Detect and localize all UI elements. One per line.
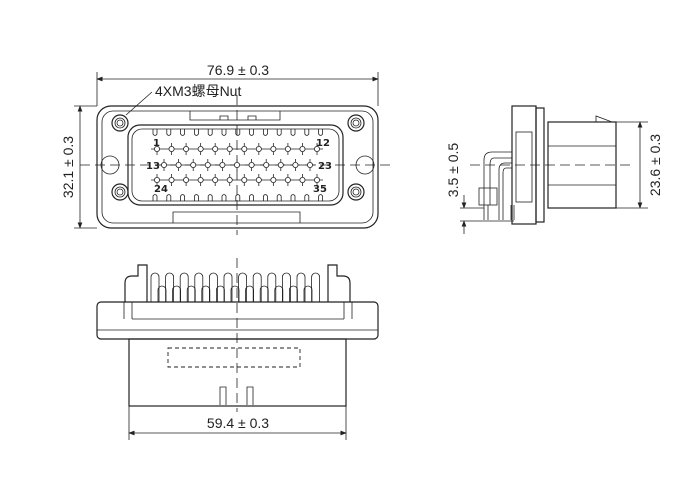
pin-tail bbox=[194, 272, 204, 302]
pin-contact bbox=[204, 161, 211, 168]
pin-contact bbox=[270, 176, 277, 183]
pin-tail bbox=[230, 285, 240, 302]
pin-contact bbox=[299, 176, 306, 183]
pin-contact bbox=[233, 161, 240, 168]
pin-contact bbox=[153, 176, 160, 183]
pin-contact bbox=[197, 176, 204, 183]
side-view: 23.6 ± 0.3 3.5 ± 0.5 bbox=[445, 105, 663, 234]
pin-tail bbox=[303, 285, 313, 302]
pin-grid bbox=[151, 129, 323, 201]
pin-contact bbox=[160, 161, 167, 168]
pin-contact bbox=[284, 176, 291, 183]
front-view: 1 12 13 23 24 35 76.9 ± 0.3 4XM3螺母Nut 32… bbox=[60, 62, 395, 235]
pin-label-13: 13 bbox=[146, 161, 160, 172]
pin-tail bbox=[259, 285, 269, 302]
mounting-nut-icon bbox=[111, 114, 365, 201]
pin-tail bbox=[201, 285, 211, 302]
side-height-dimension: 23.6 ± 0.3 bbox=[647, 134, 663, 196]
pin-contact bbox=[292, 161, 299, 168]
pin-tail bbox=[245, 285, 254, 302]
pin-tail bbox=[172, 285, 181, 302]
pin-contact bbox=[219, 161, 226, 168]
pin-contact bbox=[299, 145, 306, 152]
pin-label-12: 12 bbox=[316, 138, 330, 149]
pin-contact bbox=[255, 176, 262, 183]
pin-contact bbox=[226, 176, 233, 183]
width-dimension: 76.9 ± 0.3 bbox=[207, 62, 269, 78]
pin-tail bbox=[186, 285, 196, 302]
pin-label-23: 23 bbox=[318, 161, 332, 172]
pin-tails bbox=[150, 272, 320, 302]
pin-contact bbox=[168, 145, 175, 152]
pin-contact bbox=[248, 161, 255, 168]
pin-contact bbox=[168, 176, 175, 183]
pin-label-1: 1 bbox=[153, 138, 160, 149]
pin-tail bbox=[209, 272, 218, 302]
pin-tail bbox=[267, 272, 277, 302]
pin-tail bbox=[274, 285, 284, 302]
pin-contact bbox=[197, 145, 204, 152]
bottom-view: 59.4 ± 0.3 bbox=[96, 258, 379, 440]
pin-contact bbox=[277, 161, 284, 168]
pin-contact bbox=[306, 161, 313, 168]
pin-contact bbox=[313, 145, 320, 152]
pin-contact bbox=[190, 161, 197, 168]
pin-contact bbox=[183, 176, 190, 183]
pin-contact bbox=[241, 176, 248, 183]
pin-contact bbox=[212, 145, 219, 152]
pin-contact bbox=[284, 145, 291, 152]
pin-contact bbox=[255, 145, 262, 152]
pin-tail bbox=[157, 285, 167, 302]
pin-tail bbox=[150, 272, 160, 302]
pin-offset-dimension: 3.5 ± 0.5 bbox=[445, 143, 461, 198]
pin-contact bbox=[270, 145, 277, 152]
height-dimension: 32.1 ± 0.3 bbox=[60, 136, 76, 198]
pin-tail bbox=[289, 285, 298, 302]
pin-contact bbox=[183, 145, 190, 152]
pin-contact bbox=[263, 161, 270, 168]
nut-callout: 4XM3螺母Nut bbox=[155, 83, 241, 99]
pin-label-24: 24 bbox=[154, 184, 168, 195]
pin-contact bbox=[226, 145, 233, 152]
bottom-width-dimension: 59.4 ± 0.3 bbox=[207, 415, 269, 431]
pin-tail bbox=[238, 272, 247, 302]
pin-contact bbox=[153, 145, 160, 152]
pin-tail bbox=[296, 272, 306, 302]
pin-contact bbox=[175, 161, 182, 168]
pin-label-35: 35 bbox=[313, 184, 327, 195]
pin-tail bbox=[165, 272, 174, 302]
pin-tail bbox=[252, 272, 262, 302]
pin-contact bbox=[212, 176, 219, 183]
pin-contact bbox=[241, 145, 248, 152]
pin-tail bbox=[282, 272, 291, 302]
pin-tail bbox=[216, 285, 225, 302]
pin-tail bbox=[311, 272, 320, 302]
pin-tail bbox=[223, 272, 233, 302]
pin-tail bbox=[179, 272, 189, 302]
pin-contact bbox=[313, 176, 320, 183]
